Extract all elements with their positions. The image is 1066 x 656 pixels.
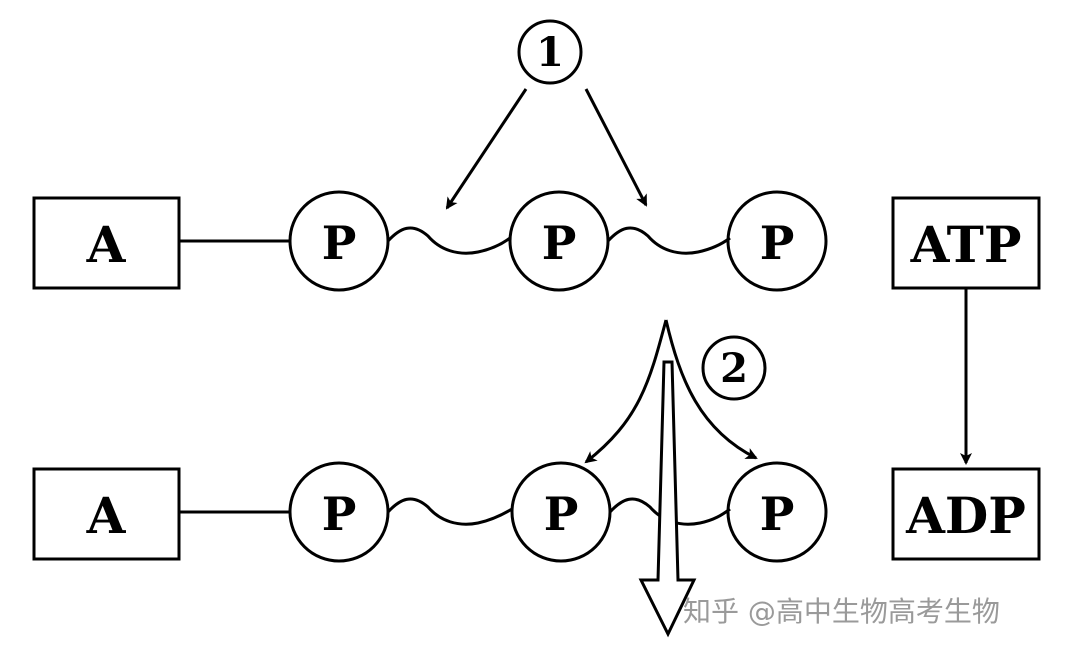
- atp-box-group: ATP: [891, 196, 1041, 290]
- phosphate-label-bottom-1: P: [322, 487, 357, 541]
- callout-1-circle: [517, 19, 583, 85]
- adp-label: ADP: [905, 486, 1026, 545]
- phosphate-circle-bottom-1: [288, 461, 390, 563]
- callout-1-group: 1: [445, 19, 648, 210]
- adp-structure-row: A P P P: [32, 461, 828, 563]
- high-energy-bond-top-1: [386, 226, 511, 255]
- atp-structure-row: A P P P: [32, 190, 828, 292]
- atp-label: ATP: [910, 215, 1022, 274]
- phosphate-circle-top-3: [726, 190, 828, 292]
- adenosine-box-bottom: [32, 467, 181, 561]
- phosphate-label-top-1: P: [322, 216, 357, 270]
- callout-2-label: 2: [720, 345, 748, 392]
- adenosine-box-top: [32, 196, 181, 290]
- callout-2-group: 2: [584, 319, 767, 638]
- split-arrow-right: [664, 319, 758, 460]
- adp-box-group: ADP: [891, 467, 1041, 561]
- phosphate-label-bottom-2: P: [544, 487, 579, 541]
- phosphate-circle-bottom-3: [726, 461, 828, 563]
- adenosine-label-top: A: [86, 215, 127, 274]
- energy-release-arrow: [638, 360, 697, 638]
- adenosine-label-bottom: A: [86, 486, 127, 545]
- callout-1-label: 1: [536, 29, 564, 76]
- phosphate-label-top-3: P: [760, 216, 795, 270]
- phosphate-label-top-2: P: [542, 216, 577, 270]
- phosphate-circle-bottom-2: [510, 461, 612, 563]
- watermark: 知乎 @高中生物高考生物: [683, 595, 1000, 628]
- callout-1-arrow-left: [445, 88, 528, 210]
- callout-2-circle: [701, 335, 767, 401]
- adp-box: [891, 467, 1041, 561]
- split-arrow-left: [584, 319, 668, 464]
- phosphate-label-bottom-3: P: [760, 487, 795, 541]
- high-energy-bond-bottom-1: [386, 497, 513, 526]
- high-energy-bond-top-2: [606, 226, 731, 255]
- callout-1-arrow-right: [584, 88, 648, 207]
